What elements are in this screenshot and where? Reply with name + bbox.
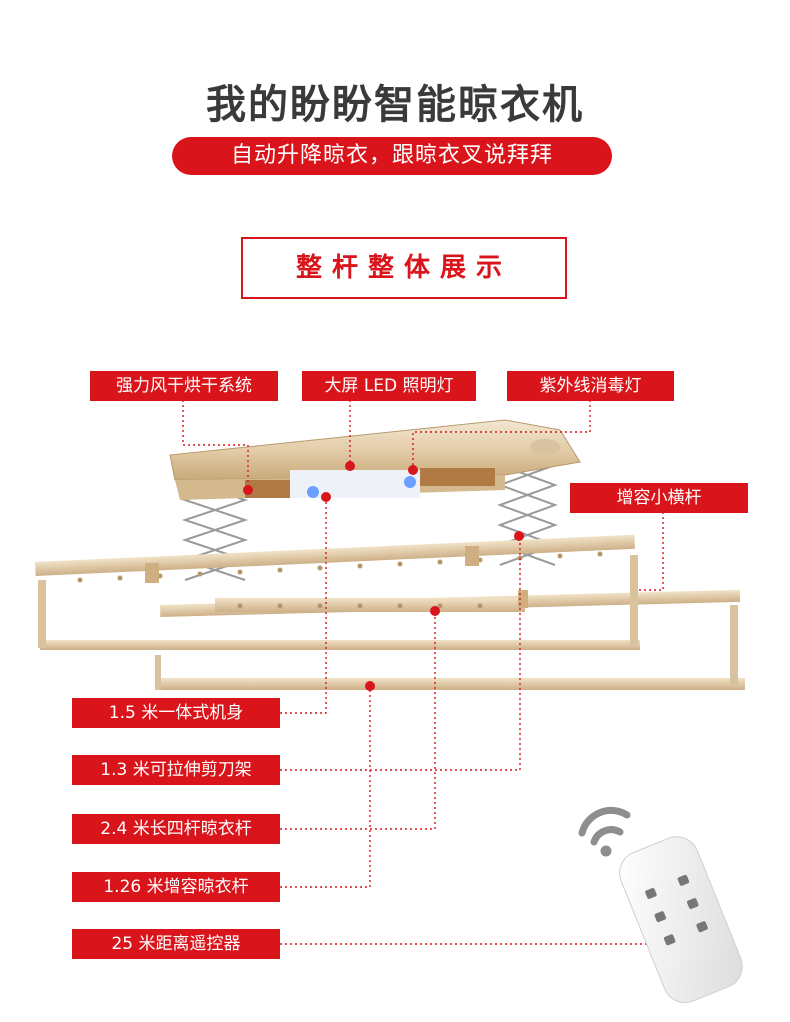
callout-body-length: 1.5 米一体式机身	[72, 698, 280, 728]
uv-light-right	[404, 476, 416, 488]
fan-vent-right	[420, 468, 495, 486]
callout-uv-disinfection: 紫外线消毒灯	[507, 371, 674, 401]
leader-dots	[243, 461, 680, 943]
callout-remote-range: 25 米距离遥控器	[72, 929, 280, 959]
page-title: 我的盼盼智能晾衣机	[206, 82, 584, 128]
remote-control	[619, 836, 743, 1004]
machine-body	[169, 419, 581, 500]
callout-led-lighting: 大屏 LED 照明灯	[302, 371, 476, 401]
callout-scissor-arm: 1.3 米可拉伸剪刀架	[72, 755, 280, 785]
subtitle-banner: 自动升降晾衣，跟晾衣叉说拜拜	[172, 137, 612, 175]
callout-extra-crossbar: 增容小横杆	[570, 483, 748, 513]
callout-extension-rod: 1.26 米增容晾衣杆	[72, 872, 280, 902]
section-title: 整杆整体展示	[295, 253, 512, 283]
callout-air-dry-system: 强力风干烘干系统	[90, 371, 278, 401]
callout-four-rods: 2.4 米长四杆晾衣杆	[72, 814, 280, 844]
section-title-box: 整杆整体展示	[241, 237, 567, 299]
uv-light-left	[307, 486, 319, 498]
wifi-signal-icon	[578, 806, 631, 857]
drying-rods	[35, 534, 745, 690]
